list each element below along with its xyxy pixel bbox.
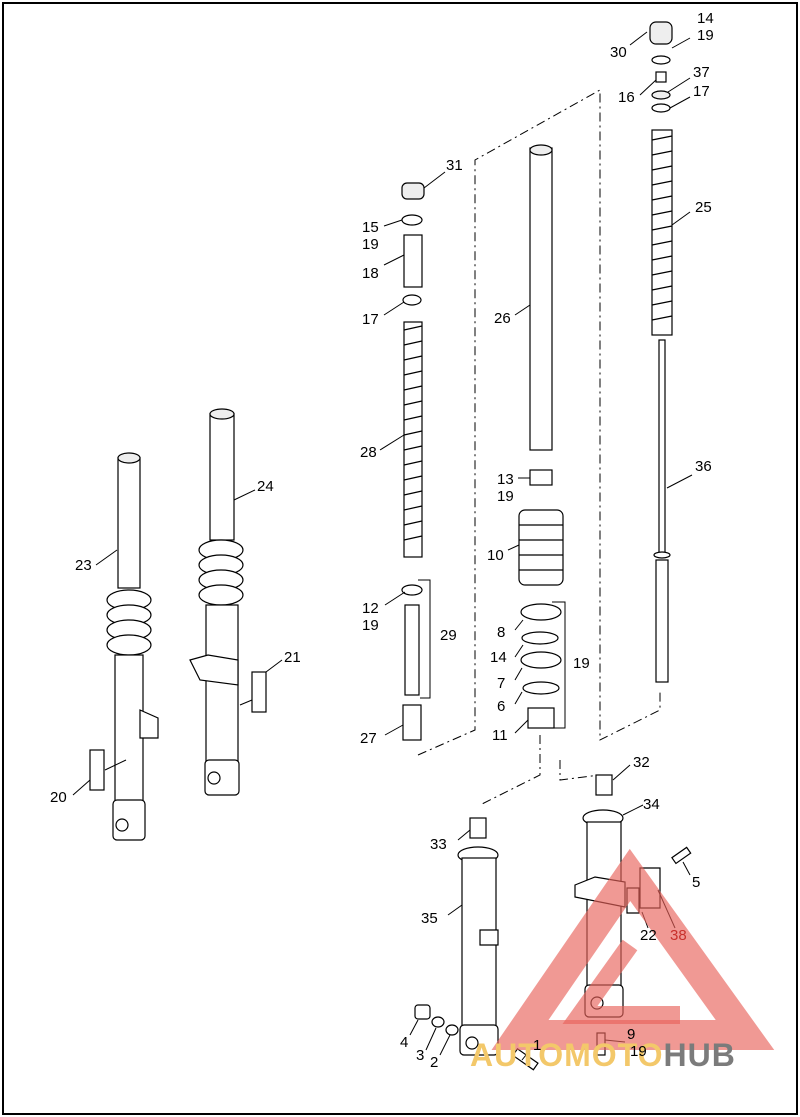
- callout-20: 20: [50, 789, 67, 806]
- callout-21: 21: [284, 649, 301, 666]
- callout-16: 16: [618, 89, 635, 106]
- callout-6: 6: [497, 698, 506, 715]
- callout-18: 18: [362, 265, 379, 282]
- callout-17a: 17: [693, 83, 710, 100]
- brand-moto: MOTO: [564, 1037, 664, 1074]
- callout-34: 34: [643, 796, 660, 813]
- callout-22: 22: [640, 927, 657, 944]
- bracket-19: [552, 601, 566, 729]
- fork-assembly-23: [106, 452, 159, 841]
- parts-column-middle: [518, 144, 564, 729]
- callout-31: 31: [446, 157, 463, 174]
- callout-2: 2: [430, 1054, 439, 1071]
- callout-14a: 14: [697, 10, 714, 27]
- callout-30: 30: [610, 44, 627, 61]
- callout-13: 13: [497, 471, 514, 488]
- callout-19d: 19: [362, 617, 379, 634]
- callout-3: 3: [416, 1047, 425, 1064]
- callout-14b: 14: [490, 649, 507, 666]
- watermark-brand-text: AUTOMOTOHUB: [470, 1035, 800, 1075]
- callout-17b: 17: [362, 311, 379, 328]
- callout-36: 36: [695, 458, 712, 475]
- callout-4: 4: [400, 1034, 409, 1051]
- assembly-dash-line-3: [559, 760, 601, 781]
- parts-column-left: [401, 182, 425, 741]
- callout-15: 15: [362, 219, 379, 236]
- parts-column-right: [649, 21, 673, 683]
- assembly-dash-line-2: [479, 735, 541, 806]
- callout-29: 29: [440, 627, 457, 644]
- callout-19c: 19: [497, 488, 514, 505]
- fork-assembly-24: [189, 408, 244, 796]
- callout-27: 27: [360, 730, 377, 747]
- callout-26: 26: [494, 310, 511, 327]
- callout-23: 23: [75, 557, 92, 574]
- assembly-dash-line-1: [417, 89, 661, 756]
- callout-11: 11: [492, 727, 508, 744]
- callout-37: 37: [693, 64, 710, 81]
- callout-5: 5: [692, 874, 701, 891]
- callout-35: 35: [421, 910, 438, 927]
- callout-8: 8: [497, 624, 506, 641]
- callout-19b: 19: [362, 236, 379, 253]
- callout-33: 33: [430, 836, 447, 853]
- callout-19e: 19: [573, 655, 590, 672]
- callout-25: 25: [695, 199, 712, 216]
- callout-28: 28: [360, 444, 377, 461]
- callout-19a: 19: [697, 27, 714, 44]
- lower-leg-35: [457, 817, 499, 1056]
- callout-7: 7: [497, 675, 506, 692]
- brand-auto: AUTO: [470, 1037, 565, 1074]
- bracket-29: [418, 579, 431, 699]
- decal-20: [89, 749, 105, 791]
- callout-12: 12: [362, 600, 379, 617]
- brand-hub: HUB: [663, 1037, 736, 1074]
- callout-32: 32: [633, 754, 650, 771]
- callout-24: 24: [257, 478, 274, 495]
- callout-10: 10: [487, 547, 504, 564]
- callout-38: 38: [670, 927, 687, 944]
- callout-9: 9: [627, 1026, 636, 1043]
- decal-21: [251, 671, 267, 713]
- callout-19f: 19: [630, 1043, 647, 1060]
- callout-1: 1: [533, 1037, 542, 1054]
